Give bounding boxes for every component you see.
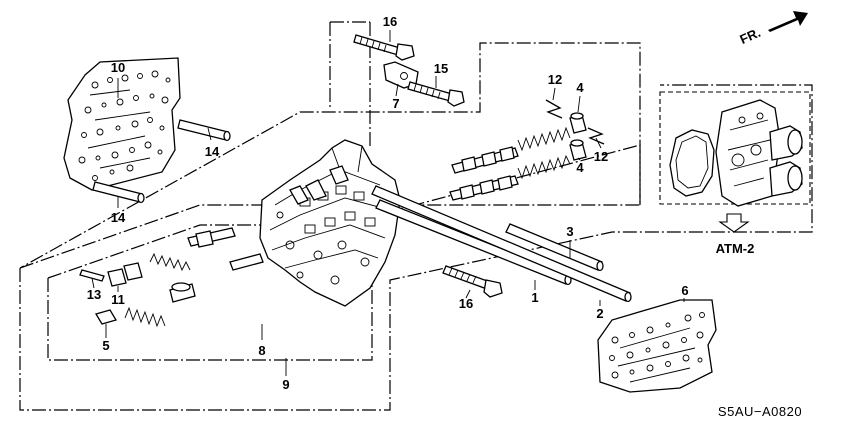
- direction-label: FR.: [738, 25, 763, 47]
- spool-valve-upper: [451, 146, 519, 174]
- callout-4-lower: 4: [576, 160, 584, 175]
- callout-14-upper: 14: [205, 144, 220, 159]
- bolt-15: [407, 81, 465, 107]
- bolt-16-lower: [442, 265, 503, 298]
- front-arrow-icon: [768, 11, 808, 32]
- inset-solenoid-block: [715, 99, 803, 207]
- callout-4-upper: 4: [576, 80, 584, 95]
- callout-2: 2: [596, 306, 603, 321]
- boundary-line-16-top: [329, 21, 371, 148]
- callout-15: 15: [434, 61, 448, 76]
- inset-gasket: [669, 129, 715, 197]
- clip-12-upper: [545, 99, 563, 119]
- callout-14-lower: 14: [111, 210, 126, 225]
- drawing-code: S5AU−A0820: [718, 404, 802, 419]
- callouts: 10 14 14 16 7 15 12 4 12 4 3 1 2 6 16 13…: [87, 14, 689, 392]
- spring-middle: [517, 154, 571, 180]
- pin-13: [79, 269, 105, 282]
- shaft-2: [371, 185, 632, 303]
- leader-lines: [91, 30, 685, 376]
- pin-14-lower: [92, 181, 145, 204]
- pin-14-upper: [177, 119, 231, 142]
- cap-11: [107, 262, 143, 287]
- callout-1: 1: [531, 290, 538, 305]
- shaft-3: [505, 223, 604, 272]
- callout-10: 10: [111, 60, 125, 75]
- spool-valve-middle: [449, 175, 519, 201]
- clip-12-lower: [587, 127, 605, 145]
- callout-12-lower: 12: [594, 149, 608, 164]
- direction-indicator: FR.: [738, 11, 808, 47]
- valve-body: [259, 139, 401, 307]
- spring-upper: [517, 126, 571, 152]
- callout-9: 9: [282, 377, 289, 392]
- callout-8: 8: [258, 343, 265, 358]
- spool-valve-left-lower: [169, 282, 196, 303]
- boundary-line-8-lower: [47, 278, 373, 361]
- callout-11: 11: [111, 292, 125, 307]
- spring-left-lower: [124, 306, 166, 328]
- callout-16-lower: 16: [459, 296, 473, 311]
- callout-6: 6: [681, 283, 688, 298]
- plug-4-upper: [569, 112, 587, 134]
- separator-plate-10: [63, 57, 181, 191]
- callout-12-upper: 12: [548, 72, 562, 87]
- plug-4-lower: [569, 139, 587, 161]
- inset-reference-label: ATM-2: [716, 241, 755, 256]
- callout-3: 3: [566, 224, 573, 239]
- spring-left-upper: [149, 252, 191, 272]
- separator-plate-6: [597, 299, 717, 393]
- atm2-inset: [659, 91, 811, 207]
- block-5: [95, 309, 117, 325]
- callout-5: 5: [102, 338, 109, 353]
- bolt-16-upper: [353, 34, 415, 61]
- callout-16-upper: 16: [383, 14, 397, 29]
- inset-arrow-icon: [718, 213, 750, 233]
- callout-7: 7: [392, 96, 399, 111]
- callout-13: 13: [87, 287, 101, 302]
- spool-valve-left-upper: [187, 227, 236, 248]
- spool-valve-left-mid: [229, 253, 264, 271]
